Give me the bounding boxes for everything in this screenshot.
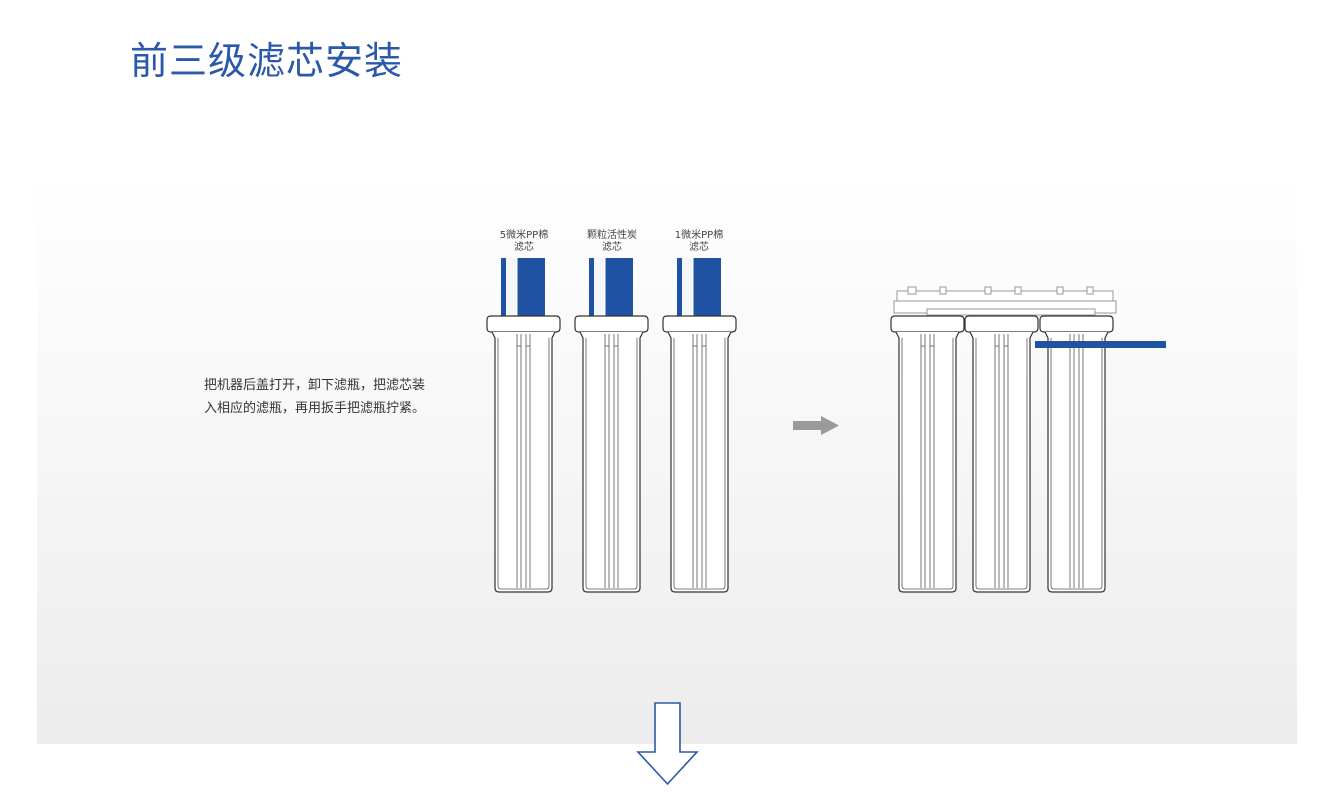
- filter-label-2-line1: 颗粒活性炭: [587, 230, 637, 241]
- filter-label-2: 颗粒活性炭 滤芯: [567, 230, 657, 254]
- filter-label-3: 1微米PP棉 滤芯: [654, 230, 744, 254]
- wrench: [1035, 341, 1166, 348]
- down-arrow-icon: [636, 702, 699, 786]
- instruction-text: 把机器后盖打开，卸下滤瓶，把滤芯装 入相应的滤瓶，再用扳手把滤瓶拧紧。: [204, 374, 474, 420]
- filter-label-1-line2: 滤芯: [514, 242, 534, 253]
- assembled-bottle-2: [964, 315, 1039, 593]
- filter-cartridge-2: [589, 258, 633, 316]
- assembled-bottle-1: [890, 315, 965, 593]
- filter-cartridge-1: [501, 258, 545, 316]
- right-arrow-icon: [793, 416, 839, 435]
- assembled-bottle-3: [1039, 315, 1114, 593]
- filter-label-1-line1: 5微米PP棉: [499, 230, 549, 241]
- filter-cartridge-3: [677, 258, 721, 316]
- instruction-line-2: 入相应的滤瓶，再用扳手把滤瓶拧紧。: [204, 401, 426, 416]
- filter-bottle-3: [662, 315, 737, 593]
- filter-bottle-2: [574, 315, 649, 593]
- assembled-filter-head: [893, 286, 1117, 316]
- filter-bottle-1: [486, 315, 561, 593]
- page-title: 前三级滤芯安装: [130, 39, 404, 83]
- filter-label-3-line2: 滤芯: [689, 242, 709, 253]
- filter-label-3-line1: 1微米PP棉: [674, 230, 724, 241]
- instruction-line-1: 把机器后盖打开，卸下滤瓶，把滤芯装: [204, 378, 426, 393]
- filter-label-2-line2: 滤芯: [602, 242, 622, 253]
- filter-label-1: 5微米PP棉 滤芯: [479, 230, 569, 254]
